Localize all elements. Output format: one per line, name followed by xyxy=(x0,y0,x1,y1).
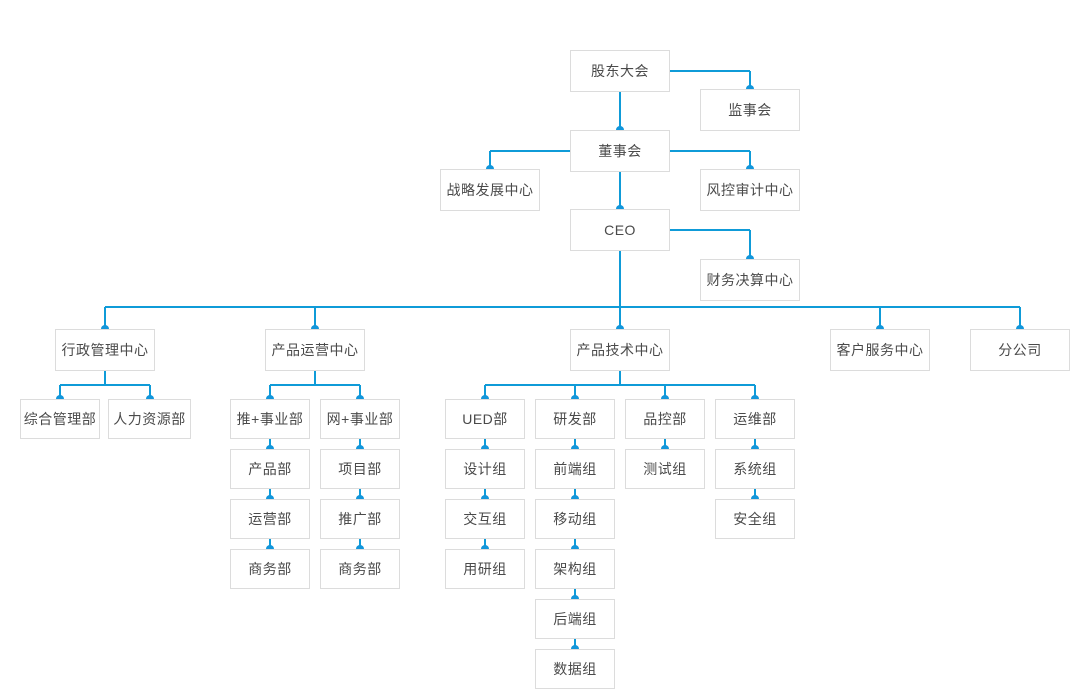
org-node-n8[interactable]: 产品运营中心 xyxy=(265,329,365,371)
org-node-label: 前端组 xyxy=(553,461,597,477)
org-node-n29[interactable]: 系统组 xyxy=(715,449,795,489)
org-node-label: 推+事业部 xyxy=(236,411,304,427)
org-node-label: 综合管理部 xyxy=(23,411,97,427)
org-node-label: 董事会 xyxy=(598,143,642,159)
org-node-label: 战略发展中心 xyxy=(446,182,534,198)
org-node-n24[interactable]: 品控部 xyxy=(625,399,705,439)
org-node-label: 产品技术中心 xyxy=(576,342,664,358)
org-node-label: 后端组 xyxy=(553,611,597,627)
org-node-label: 项目部 xyxy=(338,461,382,477)
org-node-n15[interactable]: 网+事业部 xyxy=(320,399,400,439)
org-node-label: 运维部 xyxy=(733,411,777,427)
org-node-label: 移动组 xyxy=(553,511,597,527)
org-node-label: 股东大会 xyxy=(591,63,649,79)
org-node-n23[interactable]: 研发部 xyxy=(535,399,615,439)
org-node-n4[interactable]: 风控审计中心 xyxy=(700,169,800,211)
org-node-label: 交互组 xyxy=(463,511,507,527)
org-node-n6[interactable]: 财务决算中心 xyxy=(700,259,800,301)
org-node-n20[interactable]: 商务部 xyxy=(230,549,310,589)
org-node-label: UED部 xyxy=(462,411,508,427)
org-node-n5[interactable]: CEO xyxy=(570,209,670,251)
org-node-label: CEO xyxy=(604,222,636,238)
org-node-n27[interactable]: 前端组 xyxy=(535,449,615,489)
org-node-n28[interactable]: 测试组 xyxy=(625,449,705,489)
org-node-n32[interactable]: 安全组 xyxy=(715,499,795,539)
org-node-label: 行政管理中心 xyxy=(61,342,149,358)
org-node-label: 产品部 xyxy=(248,461,292,477)
org-node-label: 产品运营中心 xyxy=(271,342,359,358)
org-node-n9[interactable]: 产品技术中心 xyxy=(570,329,670,371)
org-node-n31[interactable]: 移动组 xyxy=(535,499,615,539)
org-node-n25[interactable]: 运维部 xyxy=(715,399,795,439)
org-node-label: 设计组 xyxy=(463,461,507,477)
org-node-label: 架构组 xyxy=(553,561,597,577)
org-node-label: 监事会 xyxy=(728,102,772,118)
org-node-label: 客户服务中心 xyxy=(836,342,924,358)
org-node-n3[interactable]: 战略发展中心 xyxy=(440,169,540,211)
org-node-label: 网+事业部 xyxy=(326,411,394,427)
org-node-label: 分公司 xyxy=(998,342,1042,358)
org-node-n30[interactable]: 交互组 xyxy=(445,499,525,539)
org-node-label: 人力资源部 xyxy=(113,411,186,427)
org-node-n1[interactable]: 监事会 xyxy=(700,89,800,131)
org-node-n7[interactable]: 行政管理中心 xyxy=(55,329,155,371)
org-node-n22[interactable]: UED部 xyxy=(445,399,525,439)
org-node-label: 研发部 xyxy=(553,411,597,427)
org-node-n35[interactable]: 后端组 xyxy=(535,599,615,639)
org-node-label: 商务部 xyxy=(248,561,292,577)
org-node-n14[interactable]: 推+事业部 xyxy=(230,399,310,439)
org-node-label: 测试组 xyxy=(643,461,687,477)
org-node-n19[interactable]: 推广部 xyxy=(320,499,400,539)
org-node-label: 财务决算中心 xyxy=(706,272,794,288)
org-node-label: 用研组 xyxy=(463,561,507,577)
org-node-n18[interactable]: 运营部 xyxy=(230,499,310,539)
org-node-label: 数据组 xyxy=(553,661,597,677)
org-node-label: 系统组 xyxy=(733,461,777,477)
org-node-n26[interactable]: 设计组 xyxy=(445,449,525,489)
org-node-n36[interactable]: 数据组 xyxy=(535,649,615,689)
org-node-n34[interactable]: 架构组 xyxy=(535,549,615,589)
org-node-n33[interactable]: 用研组 xyxy=(445,549,525,589)
org-node-label: 运营部 xyxy=(248,511,292,527)
org-node-label: 风控审计中心 xyxy=(706,182,794,198)
org-node-n11[interactable]: 分公司 xyxy=(970,329,1070,371)
org-node-n12[interactable]: 综合管理部 xyxy=(20,399,100,439)
org-node-n13[interactable]: 人力资源部 xyxy=(108,399,191,439)
org-node-n10[interactable]: 客户服务中心 xyxy=(830,329,930,371)
org-node-label: 商务部 xyxy=(338,561,382,577)
org-node-label: 推广部 xyxy=(338,511,382,527)
org-node-n16[interactable]: 产品部 xyxy=(230,449,310,489)
org-node-n21[interactable]: 商务部 xyxy=(320,549,400,589)
org-node-label: 安全组 xyxy=(733,511,777,527)
org-node-label: 品控部 xyxy=(643,411,687,427)
org-node-n17[interactable]: 项目部 xyxy=(320,449,400,489)
org-node-n2[interactable]: 董事会 xyxy=(570,130,670,172)
org-node-n0[interactable]: 股东大会 xyxy=(570,50,670,92)
